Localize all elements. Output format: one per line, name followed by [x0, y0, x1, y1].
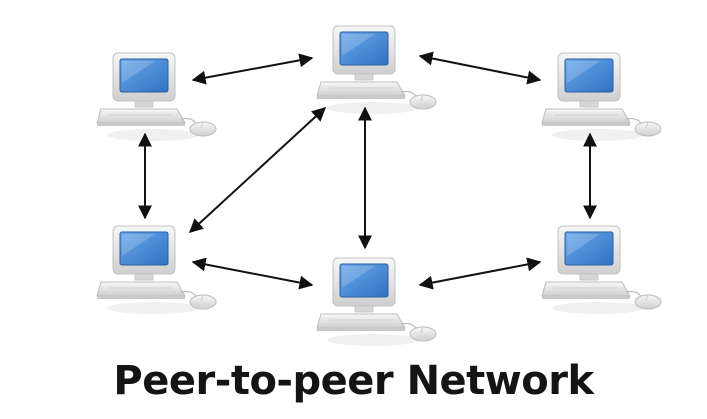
desktop-computer-icon — [96, 225, 217, 314]
network-diagram — [96, 25, 662, 346]
desktop-computer-icon — [316, 25, 437, 114]
link-top-center-to-bottom-left — [188, 107, 327, 233]
diagram-title: Peer-to-peer Network — [113, 358, 594, 404]
link-top-center-to-top-right — [418, 51, 542, 85]
link-top-left-to-top-center — [191, 53, 314, 85]
desktop-computer-icon — [316, 257, 437, 346]
link-bottom-left-to-bottom-center — [191, 257, 314, 290]
nodes — [96, 25, 662, 346]
desktop-computer-icon — [541, 52, 662, 141]
desktop-computer-icon — [541, 225, 662, 314]
desktop-computer-icon — [96, 52, 217, 141]
link-bottom-center-to-bottom-right — [418, 257, 542, 290]
links — [138, 51, 597, 290]
